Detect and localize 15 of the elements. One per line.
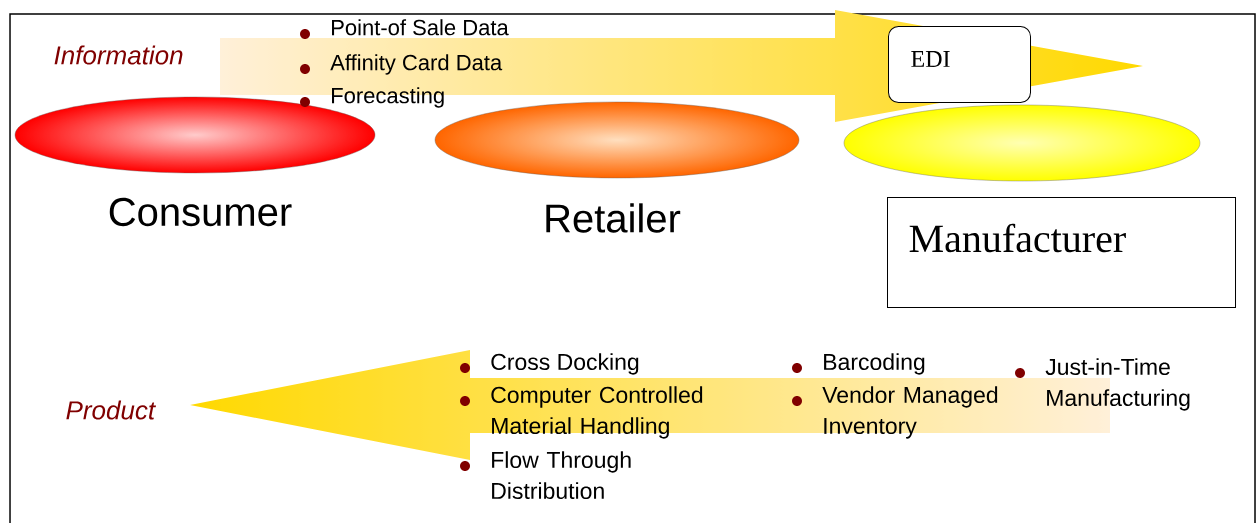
node-label: Retailer (546, 203, 681, 233)
bullet-item: Flow Through Distribution (460, 451, 631, 500)
ellipse (843, 104, 1201, 182)
bullet-item: Vendor Managed Inventory (792, 386, 998, 439)
rounded-box: EDI (888, 26, 1031, 103)
text-box: Manufacturer (887, 197, 1236, 308)
bullet-item: Cross Docking (460, 353, 639, 375)
bullet-item: Barcoding (792, 353, 925, 375)
bullet-item: Forecasting (300, 87, 444, 108)
bullet-item: Just-in-Time Manufacturing (1015, 358, 1190, 411)
bullet-item: Point-of Sale Data (300, 19, 509, 39)
side-label: Information (54, 45, 183, 65)
side-label: Product (66, 400, 157, 420)
bullet-item: Affinity Card Data (300, 54, 503, 75)
node-label: Consumer (109, 197, 292, 227)
